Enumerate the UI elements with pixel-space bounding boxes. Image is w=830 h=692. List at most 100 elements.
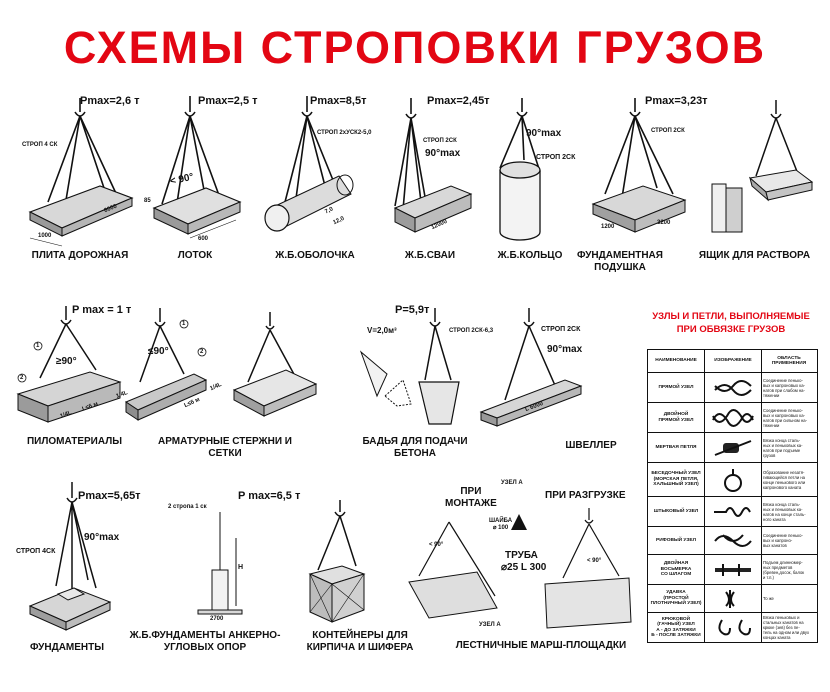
- channel-drawing: [479, 308, 583, 427]
- knot-name: УДАВКА (ПРОСТОЙ ПЛОТНИЧНЫЙ УЗЕЛ): [648, 585, 705, 612]
- clove-hitch-icon: [705, 497, 762, 526]
- channel-caption: ШВЕЛЛЕР: [565, 440, 617, 451]
- knot-use: То же: [763, 596, 774, 601]
- stairs-washer-label: ШАЙБА ⌀ 100: [489, 518, 513, 531]
- anchor-foundation-height-label: H: [238, 564, 244, 571]
- road-slab-pmax: Pmax=2,6 т: [80, 95, 140, 107]
- mortar-box-caption: ЯЩИК ДЛЯ РАСТВОРА: [698, 250, 811, 261]
- hook-knot-icon: [705, 613, 762, 642]
- stairs-unloading-label: ПРИ РАЗГРУЗКЕ: [545, 490, 626, 501]
- lumber-marker-2: 2: [20, 375, 24, 381]
- road-slab-figure: Pmax=2,6 т СТРОП 4 СК 1000 6000: [20, 90, 140, 250]
- knot-use: Вязка пеньковых и стальных канатов на кр…: [763, 615, 810, 640]
- lumber-drawing: [16, 306, 122, 423]
- stairs-figure: ПРИ МОНТАЖЕ ПРИ РАЗГРУЗКЕ УЗЕЛ А ШАЙБА ⌀…: [405, 478, 645, 629]
- stairs-mounting-label: ПРИ МОНТАЖЕ: [445, 486, 497, 509]
- footing-pad-figure: Pmax=3,23т СТРОП 2СК 1200 3200: [585, 90, 708, 250]
- knot-row: КРЮКОВОЙ (ГАЧНЫЙ) УЗЕЛ А - ДО ЗАТЯЖКИ Б …: [648, 612, 817, 642]
- stairs-node-label-top: УЗЕЛ А: [501, 480, 523, 486]
- rebar-angle-label: ≤90°: [148, 346, 169, 357]
- knot-row: ШТЫКОВЫЙ УЗЕЛ Вязка конца сталь- ных и п…: [648, 496, 817, 526]
- container-drawing: [308, 500, 366, 623]
- footing-pad-sling-label: СТРОП 2СК: [651, 128, 685, 134]
- rebar-marker-1: 1: [182, 321, 186, 327]
- lumber-angle-label: ≥90°: [56, 356, 77, 367]
- channel-figure: СТРОП 2СК 90°max L 6000: [475, 300, 605, 430]
- knot-name: ПРЯМОЙ УЗЕЛ: [648, 373, 705, 402]
- knot-use: Подъем длинномер- ных предметов (бревен,…: [763, 559, 805, 580]
- knot-row: ДВОЙНОЙ ПРЯМОЙ УЗЕЛ Соединение пенько- в…: [648, 402, 817, 432]
- ring-angle-label: 90°max: [526, 128, 562, 139]
- channel-angle-label: 90°max: [547, 344, 583, 355]
- knots-header-image: ИЗОБРАЖЕНИЕ: [705, 350, 762, 372]
- piles-figure: Pmax=2,45т СТРОП 2СК 90°max 12000: [375, 90, 490, 250]
- shell-figure: Pmax=8,5т СТРОП 2хУСК2-5,0 7,0 12,0: [255, 90, 375, 250]
- ring-figure: 90°max СТРОП 2СК: [490, 90, 580, 250]
- channel-sling-label: СТРОП 2СК: [541, 326, 581, 333]
- tray-drawing: [152, 96, 242, 239]
- piles-drawing: [393, 98, 473, 233]
- lumber-caption: ПИЛОМАТЕРИАЛЫ: [26, 436, 122, 447]
- knot-name: ШТЫКОВЫЙ УЗЕЛ: [648, 497, 705, 526]
- concrete-bucket-sling-label: СТРОП 2СК-6,3: [449, 328, 494, 334]
- knots-table: НАИМЕНОВАНИЕ ИЗОБРАЖЕНИЕ ОБЛАСТЬ ПРИМЕНЕ…: [647, 349, 818, 643]
- double-eight-knot-icon: [705, 555, 762, 584]
- knot-row: ДВОЙНАЯ ВОСЬМЕРКА СО ШЛАГОМ Подъем длинн…: [648, 554, 817, 584]
- dead-loop-icon: [705, 433, 762, 462]
- stairs-pipe-size-label: ⌀25 L 300: [501, 562, 547, 573]
- knot-use: Образование незатя- гивающейся петли на …: [763, 469, 806, 490]
- rebar-drawing: [124, 308, 318, 421]
- ring-sling-label: СТРОП 2СК: [536, 154, 576, 161]
- anchor-foundation-drawing: [197, 512, 243, 615]
- knot-name: ДВОЙНОЙ ПРЯМОЙ УЗЕЛ: [648, 403, 705, 432]
- footing-pad-drawing: [591, 98, 687, 233]
- footing-pad-caption: ФУНДАМЕНТНАЯ ПОДУШКА: [577, 250, 663, 273]
- footing-pad-length-label: 3200: [657, 220, 671, 226]
- knots-header-use: ОБЛАСТЬ ПРИМЕНЕНИЯ: [771, 356, 807, 366]
- tray-pmax: Pmax=2,5 т: [198, 95, 258, 107]
- concrete-bucket-figure: P=5,9т V=2,0м³ СТРОП 2СК-6,3: [355, 300, 493, 435]
- stairs-angle-right: < 90°: [587, 558, 602, 564]
- concrete-bucket-caption: БАДЬЯ ДЛЯ ПОДАЧИ БЕТОНА: [362, 436, 468, 459]
- stairs-node-label-bottom: УЗЕЛ А: [479, 622, 501, 628]
- mortar-box-drawing: [711, 100, 814, 233]
- shell-sling-label: СТРОП 2хУСК2-5,0: [317, 130, 372, 136]
- straight-knot-icon: [705, 373, 762, 402]
- stairs-pipe-label: ТРУБА: [505, 550, 538, 561]
- foundation-pmax: Pmax=5,65т: [78, 490, 141, 502]
- knot-use: Соединение пенько- вых и капроно- вых ка…: [763, 533, 803, 548]
- knots-table-title: УЗЛЫ И ПЕТЛИ, ВЫПОЛНЯЕМЫЕ ПРИ ОБВЯЗКЕ ГР…: [652, 311, 810, 335]
- foundation-caption: ФУНДАМЕНТЫ: [29, 642, 105, 653]
- knot-row: РИФОВЫЙ УЗЕЛ Соединение пенько- вых и ка…: [648, 526, 817, 554]
- knots-header-name: НАИМЕНОВАНИЕ: [648, 350, 705, 372]
- container-caption: КОНТЕЙНЕРЫ ДЛЯ КИРПИЧА И ШИФЕРА: [306, 630, 414, 653]
- stairs-caption: ЛЕСТНИЧНЫЕ МАРШ-ПЛОЩАДКИ: [455, 640, 627, 651]
- road-slab-sling-label: СТРОП 4 СК: [22, 142, 58, 148]
- knot-name: КРЮКОВОЙ (ГАЧНЫЙ) УЗЕЛ А - ДО ЗАТЯЖКИ Б …: [648, 613, 705, 642]
- road-slab-width-label: 1000: [38, 233, 52, 239]
- concrete-bucket-volume-label: V=2,0м³: [367, 326, 397, 335]
- reef-knot-icon: [705, 527, 762, 554]
- anchor-foundation-width-label: 2700: [210, 616, 224, 622]
- foundation-drawing: [28, 482, 112, 631]
- knot-use: Вязка конца сталь- ных и пеньковых ка- н…: [763, 501, 806, 522]
- knot-name: МЕРТВАЯ ПЕТЛЯ: [648, 433, 705, 462]
- road-slab-caption: ПЛИТА ДОРОЖНАЯ: [31, 250, 129, 261]
- double-straight-knot-icon: [705, 403, 762, 432]
- container-figure: [300, 496, 410, 626]
- rebar-marker-2: 2: [200, 349, 204, 355]
- knot-name: БЕСЕДОЧНЫЙ УЗЕЛ (МОРСКАЯ ПЕТЛЯ, ХАЛЬШНЫЙ…: [648, 463, 705, 496]
- concrete-bucket-pmax: P=5,9т: [395, 304, 430, 316]
- anchor-foundation-caption: Ж.Б.ФУНДАМЕНТЫ АНКЕРНО- УГЛОВЫХ ОПОР: [129, 630, 281, 653]
- tray-caption: ЛОТОК: [177, 250, 213, 261]
- shell-caption: Ж.Б.ОБОЛОЧКА: [275, 250, 355, 261]
- knot-row: МЕРТВАЯ ПЕТЛЯ Вязка конца сталь- ных и п…: [648, 432, 817, 462]
- knot-name: РИФОВЫЙ УЗЕЛ: [648, 527, 705, 554]
- timber-hitch-icon: [705, 585, 762, 612]
- shell-pmax: Pmax=8,5т: [310, 95, 367, 107]
- knot-use: Соединение пенько- вых и капроновых ка- …: [763, 377, 805, 398]
- footing-pad-width-label: 1200: [601, 224, 615, 230]
- piles-angle-label: 90°max: [425, 148, 461, 159]
- anchor-foundation-figure: P max=6,5 т 2 стропа 1 ск H 2700: [150, 486, 300, 626]
